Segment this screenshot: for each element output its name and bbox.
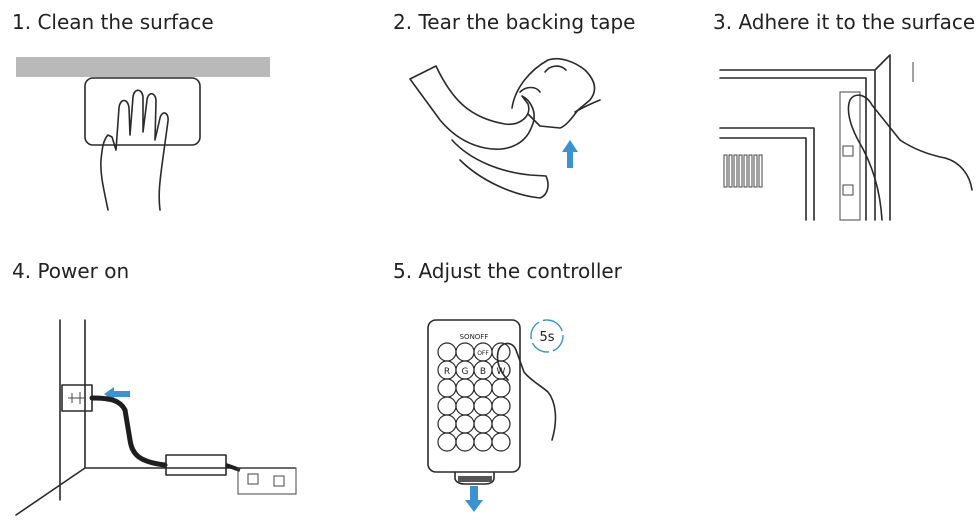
finger-press-icon bbox=[847, 94, 973, 221]
led-strip bbox=[839, 91, 861, 221]
step-1-title: 1. Clean the surface bbox=[12, 10, 214, 34]
battery-tab bbox=[454, 471, 495, 485]
g-button-label: G bbox=[462, 367, 469, 377]
off-button-label: OFF bbox=[477, 350, 489, 357]
hold-time: 5s bbox=[539, 330, 554, 345]
led-strip-end bbox=[237, 467, 297, 495]
step-2-title: 2. Tear the backing tape bbox=[393, 10, 636, 34]
tape-strip bbox=[409, 65, 535, 150]
thumb-press-icon bbox=[496, 342, 557, 441]
b-button-label: B bbox=[480, 367, 486, 377]
up-arrow-icon bbox=[562, 140, 578, 168]
surface-bar bbox=[16, 57, 270, 77]
cleaning-cloth bbox=[84, 77, 201, 146]
step-5-title: 5. Adjust the controller bbox=[393, 259, 622, 283]
vent-slots bbox=[723, 154, 763, 188]
battery-tab-fill bbox=[458, 476, 492, 482]
remote-body bbox=[427, 319, 521, 473]
hand-icon bbox=[100, 89, 169, 211]
step-4-title: 4. Power on bbox=[12, 259, 130, 283]
remote-brand: SONOFF bbox=[460, 333, 489, 341]
power-cable bbox=[89, 395, 168, 468]
r-button-label: R bbox=[444, 367, 450, 377]
down-arrow-icon bbox=[465, 486, 483, 512]
timer-ring bbox=[530, 319, 564, 353]
hand-holding-tape bbox=[511, 57, 596, 129]
cabinet-frame bbox=[719, 54, 891, 221]
step-3-title: 3. Adhere it to the surface bbox=[713, 10, 976, 34]
remote-buttons bbox=[437, 342, 511, 452]
